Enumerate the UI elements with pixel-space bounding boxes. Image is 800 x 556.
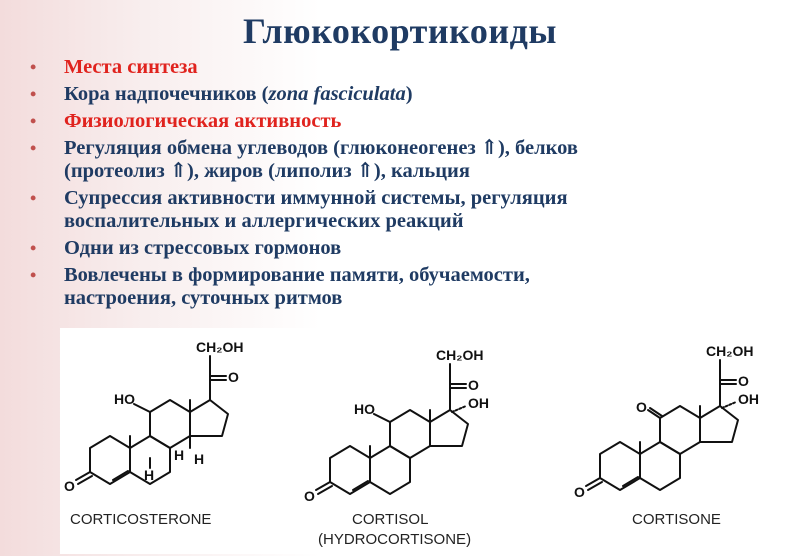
structures-figure: O HO O CH₂OH H H H CORTICOSTERONE O HO O… bbox=[60, 328, 796, 554]
list-item: • Вовлечены в формирование памяти, обучае… bbox=[28, 264, 788, 310]
bullet-list: • Места синтеза • Кора надпочечников (zona… bbox=[28, 56, 788, 314]
hydroxy-label: HO bbox=[114, 391, 135, 407]
bullet-dot: • bbox=[30, 84, 37, 104]
list-item: • Места синтеза bbox=[28, 56, 788, 79]
list-item: • Одни из стрессовых гормонов bbox=[28, 237, 788, 260]
oxo-label: O bbox=[636, 399, 647, 415]
steroid-structures: O HO O CH₂OH H H H CORTICOSTERONE O HO O… bbox=[64, 339, 759, 548]
bullet-dot: • bbox=[30, 238, 37, 258]
list-item-text: Места синтеза bbox=[64, 56, 198, 78]
list-item-text: Одни из стрессовых гормонов bbox=[64, 237, 342, 259]
hydroxy-label: HO bbox=[354, 401, 375, 417]
oxo-label: O bbox=[228, 369, 239, 385]
hydrogen-label: H bbox=[174, 447, 184, 463]
list-item-line2: (протеолиз ⇑), жиров (липолиз ⇑), кальци… bbox=[64, 160, 470, 182]
molecule-name: CORTISONE bbox=[632, 511, 721, 528]
list-item-line1: Вовлечены в формирование памяти, обучаем… bbox=[64, 264, 530, 286]
oxo-label: O bbox=[738, 373, 749, 389]
list-item-text: ) bbox=[405, 83, 413, 105]
list-item: • Регуляция обмена углеводов (глюконеоген… bbox=[28, 137, 788, 183]
list-item: • Физиологическая активность bbox=[28, 110, 788, 133]
list-item-line2: воспалительных и аллергических реакций bbox=[64, 210, 464, 232]
list-item: • Кора надпочечников (zona fasciculata) bbox=[28, 83, 788, 106]
molecule-corticosterone: O HO O CH₂OH H H H CORTICOSTERONE bbox=[64, 339, 243, 528]
bullet-dot: • bbox=[30, 138, 37, 158]
bullet-dot: • bbox=[30, 188, 37, 208]
list-item-italic: zona fasciculata bbox=[268, 83, 406, 105]
molecule-cortisol: O HO O OH CH₂OH CORTISOL (HYDROCORTISONE… bbox=[304, 347, 489, 548]
hydroxy-label: OH bbox=[468, 395, 489, 411]
list-item: • Супрессия активности иммунной системы, … bbox=[28, 187, 788, 233]
hydrogen-label: H bbox=[144, 467, 154, 483]
list-item-text: Кора надпочечников ( bbox=[64, 83, 269, 105]
ch2oh-label: CH₂OH bbox=[196, 339, 243, 355]
hydroxy-label: OH bbox=[738, 391, 759, 407]
bullet-dot: • bbox=[30, 111, 37, 131]
molecule-name: CORTISOL bbox=[352, 511, 428, 528]
oxo-label: O bbox=[304, 488, 315, 504]
molecule-name: CORTICOSTERONE bbox=[70, 511, 211, 528]
oxo-label: O bbox=[468, 377, 479, 393]
bullet-dot: • bbox=[30, 57, 37, 77]
list-item-line2: настроения, суточных ритмов bbox=[64, 287, 343, 309]
list-item-line1: Регуляция обмена углеводов (глюконеогене… bbox=[64, 137, 578, 159]
list-item-text: Физиологическая активность bbox=[64, 110, 342, 132]
molecule-synonym: (HYDROCORTISONE) bbox=[318, 531, 471, 548]
molecule-cortisone: O O O OH CH₂OH CORTISONE bbox=[574, 343, 759, 528]
page-title: Глюкокортикоиды bbox=[243, 11, 557, 51]
oxo-label: O bbox=[64, 478, 75, 494]
list-item-line1: Супрессия активности иммунной системы, р… bbox=[64, 187, 568, 209]
oxo-label: O bbox=[574, 484, 585, 500]
ch2oh-label: CH₂OH bbox=[436, 347, 483, 363]
bullet-dot: • bbox=[30, 265, 37, 285]
hydrogen-label: H bbox=[194, 451, 204, 467]
ch2oh-label: CH₂OH bbox=[706, 343, 753, 359]
